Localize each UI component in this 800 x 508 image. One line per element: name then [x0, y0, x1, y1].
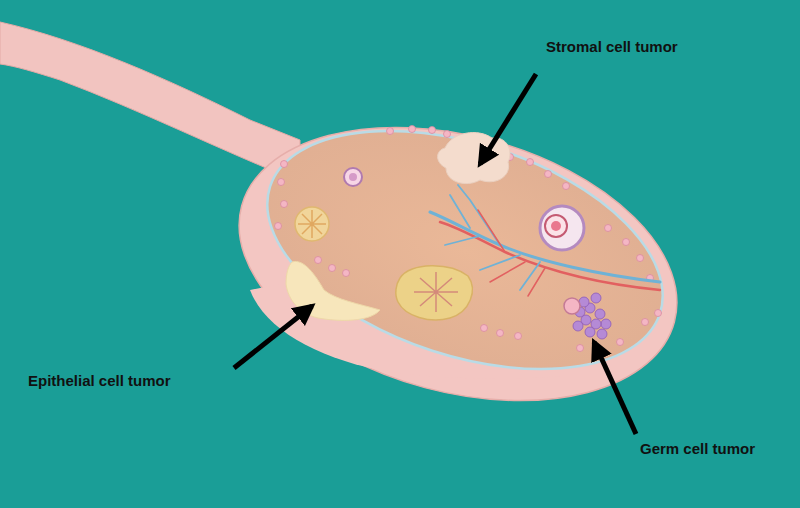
- part-label: Germ cell tumor: [640, 440, 755, 458]
- blood-vessels: [430, 185, 660, 296]
- follicles: [275, 126, 662, 352]
- corpus-albicans: [295, 207, 329, 241]
- germ-cell-tumor: [573, 293, 611, 339]
- leader-arrow: [480, 74, 536, 164]
- leader-arrow: [594, 342, 636, 434]
- ovary-surface: [209, 82, 708, 445]
- part-label: Epithelial cell tumor: [28, 372, 171, 390]
- oocyte: [349, 173, 357, 181]
- corpus-luteum: [396, 266, 472, 320]
- epithelial-tumor: [286, 261, 380, 320]
- leader-arrow: [234, 306, 312, 368]
- stromal-tumor: [438, 133, 510, 184]
- part-label: Stromal cell tumor: [546, 38, 678, 56]
- follicle: [344, 168, 362, 186]
- ovary-cut-surface: [237, 86, 692, 414]
- mature-follicle: [540, 206, 584, 250]
- ligament: [0, 22, 300, 182]
